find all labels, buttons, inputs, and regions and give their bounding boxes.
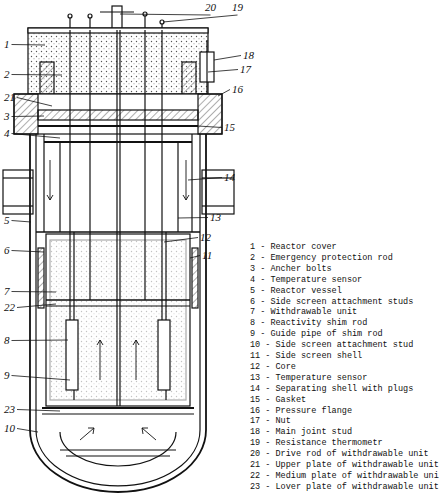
leader-line bbox=[163, 15, 238, 22]
leader-line bbox=[120, 14, 211, 15]
legend-entry: 4 - Temperature sensor bbox=[250, 276, 362, 285]
legend-entry: 19 - Resistance thermometr bbox=[250, 439, 383, 448]
legend-entry: 10 - Side screen attachment stud bbox=[250, 341, 413, 350]
callout-number: 23 bbox=[4, 404, 15, 415]
legend-entry: 23 - Lover plate of withdrawable unit bbox=[250, 483, 439, 492]
callout-number: 9 bbox=[4, 370, 10, 381]
callout-number: 17 bbox=[240, 64, 251, 75]
callout-number: 5 bbox=[4, 215, 10, 226]
callout-number: 4 bbox=[4, 128, 10, 139]
leader-line bbox=[17, 98, 52, 107]
legend-entry: 2 - Emergency protection rod bbox=[250, 254, 393, 263]
callout-number: 22 bbox=[4, 302, 15, 313]
leader-line bbox=[218, 90, 230, 97]
core-shell bbox=[38, 234, 198, 414]
legend-entry: 11 - Side screen shell bbox=[250, 352, 362, 361]
legend-entry: 16 - Pressure flange bbox=[250, 407, 352, 416]
leader-line bbox=[12, 340, 69, 342]
legend-entry: 15 - Gasket bbox=[250, 396, 306, 405]
callout-number: 14 bbox=[224, 172, 235, 183]
leader-line bbox=[12, 221, 32, 223]
leader-line bbox=[12, 134, 61, 139]
legend-entry: 22 - Medium plate of withdrawable unit bbox=[250, 472, 439, 481]
callout-number: 1 bbox=[4, 39, 10, 50]
reactor-vessel bbox=[30, 134, 206, 492]
callout-number: 10 bbox=[4, 423, 15, 434]
legend-entry: 5 - Reactor vessel bbox=[250, 287, 342, 296]
leader-line bbox=[198, 126, 222, 128]
legend-entry: 9 - Guide pipe of shim rod bbox=[250, 330, 383, 339]
leader-line bbox=[12, 116, 45, 118]
legend-entry: 20 - Drive rod of withdrawable unit bbox=[250, 450, 429, 459]
legend-entry: 3 - Ancher bolts bbox=[250, 265, 332, 274]
callout-number: 12 bbox=[200, 232, 211, 243]
leader-line bbox=[12, 291, 57, 293]
leader-line bbox=[17, 304, 56, 308]
callout-number: 3 bbox=[4, 111, 10, 122]
drive-rods bbox=[68, 6, 164, 30]
leader-line bbox=[164, 238, 198, 243]
callout-number: 8 bbox=[4, 335, 10, 346]
legend-entry: 6 - Side screen attachment studs bbox=[250, 298, 413, 307]
legend-entry: 21 - Upper plate of withdrawable unit bbox=[250, 461, 439, 470]
callout-number: 20 bbox=[205, 2, 216, 13]
legend-entry: 8 - Reactivity shim rod bbox=[250, 319, 367, 328]
nozzles bbox=[3, 170, 234, 214]
separating-shell bbox=[36, 134, 200, 232]
legend-entry: 7 - Withdrawable unit bbox=[250, 308, 357, 317]
flow-arrows bbox=[47, 160, 189, 440]
callout-number: 21 bbox=[4, 92, 15, 103]
callout-number: 2 bbox=[4, 69, 10, 80]
leader-line bbox=[12, 251, 45, 253]
callout-number: 11 bbox=[202, 250, 212, 261]
callout-number: 7 bbox=[4, 286, 10, 297]
callout-number: 16 bbox=[232, 84, 243, 95]
callout-number: 19 bbox=[232, 2, 243, 13]
leader-line bbox=[188, 178, 222, 181]
legend-entry: 17 - Nut bbox=[250, 417, 291, 426]
leader-line bbox=[12, 376, 71, 381]
control-rods bbox=[60, 30, 178, 406]
legend-entry: 14 - Separating shell with plugs bbox=[250, 385, 413, 394]
legend-entry: 18 - Main joint stud bbox=[250, 428, 352, 437]
leader-line bbox=[190, 256, 200, 259]
leader-line bbox=[17, 429, 38, 433]
leader-line bbox=[208, 70, 238, 73]
leader-line bbox=[12, 74, 63, 76]
callout-number: 15 bbox=[224, 122, 235, 133]
leader-line bbox=[214, 56, 241, 61]
callout-number: 13 bbox=[210, 212, 221, 223]
callout-number: 6 bbox=[4, 245, 10, 256]
reactor-cover bbox=[28, 28, 214, 102]
pressure-flange bbox=[14, 94, 222, 134]
leader-line bbox=[17, 410, 60, 412]
legend-entry: 12 - Core bbox=[250, 363, 296, 372]
leader-line bbox=[12, 44, 46, 46]
leader-line bbox=[178, 217, 208, 219]
callout-number: 18 bbox=[243, 50, 254, 61]
legend-entry: 1 - Reactor cover bbox=[250, 243, 337, 252]
legend-entry: 13 - Temperature sensor bbox=[250, 374, 367, 383]
